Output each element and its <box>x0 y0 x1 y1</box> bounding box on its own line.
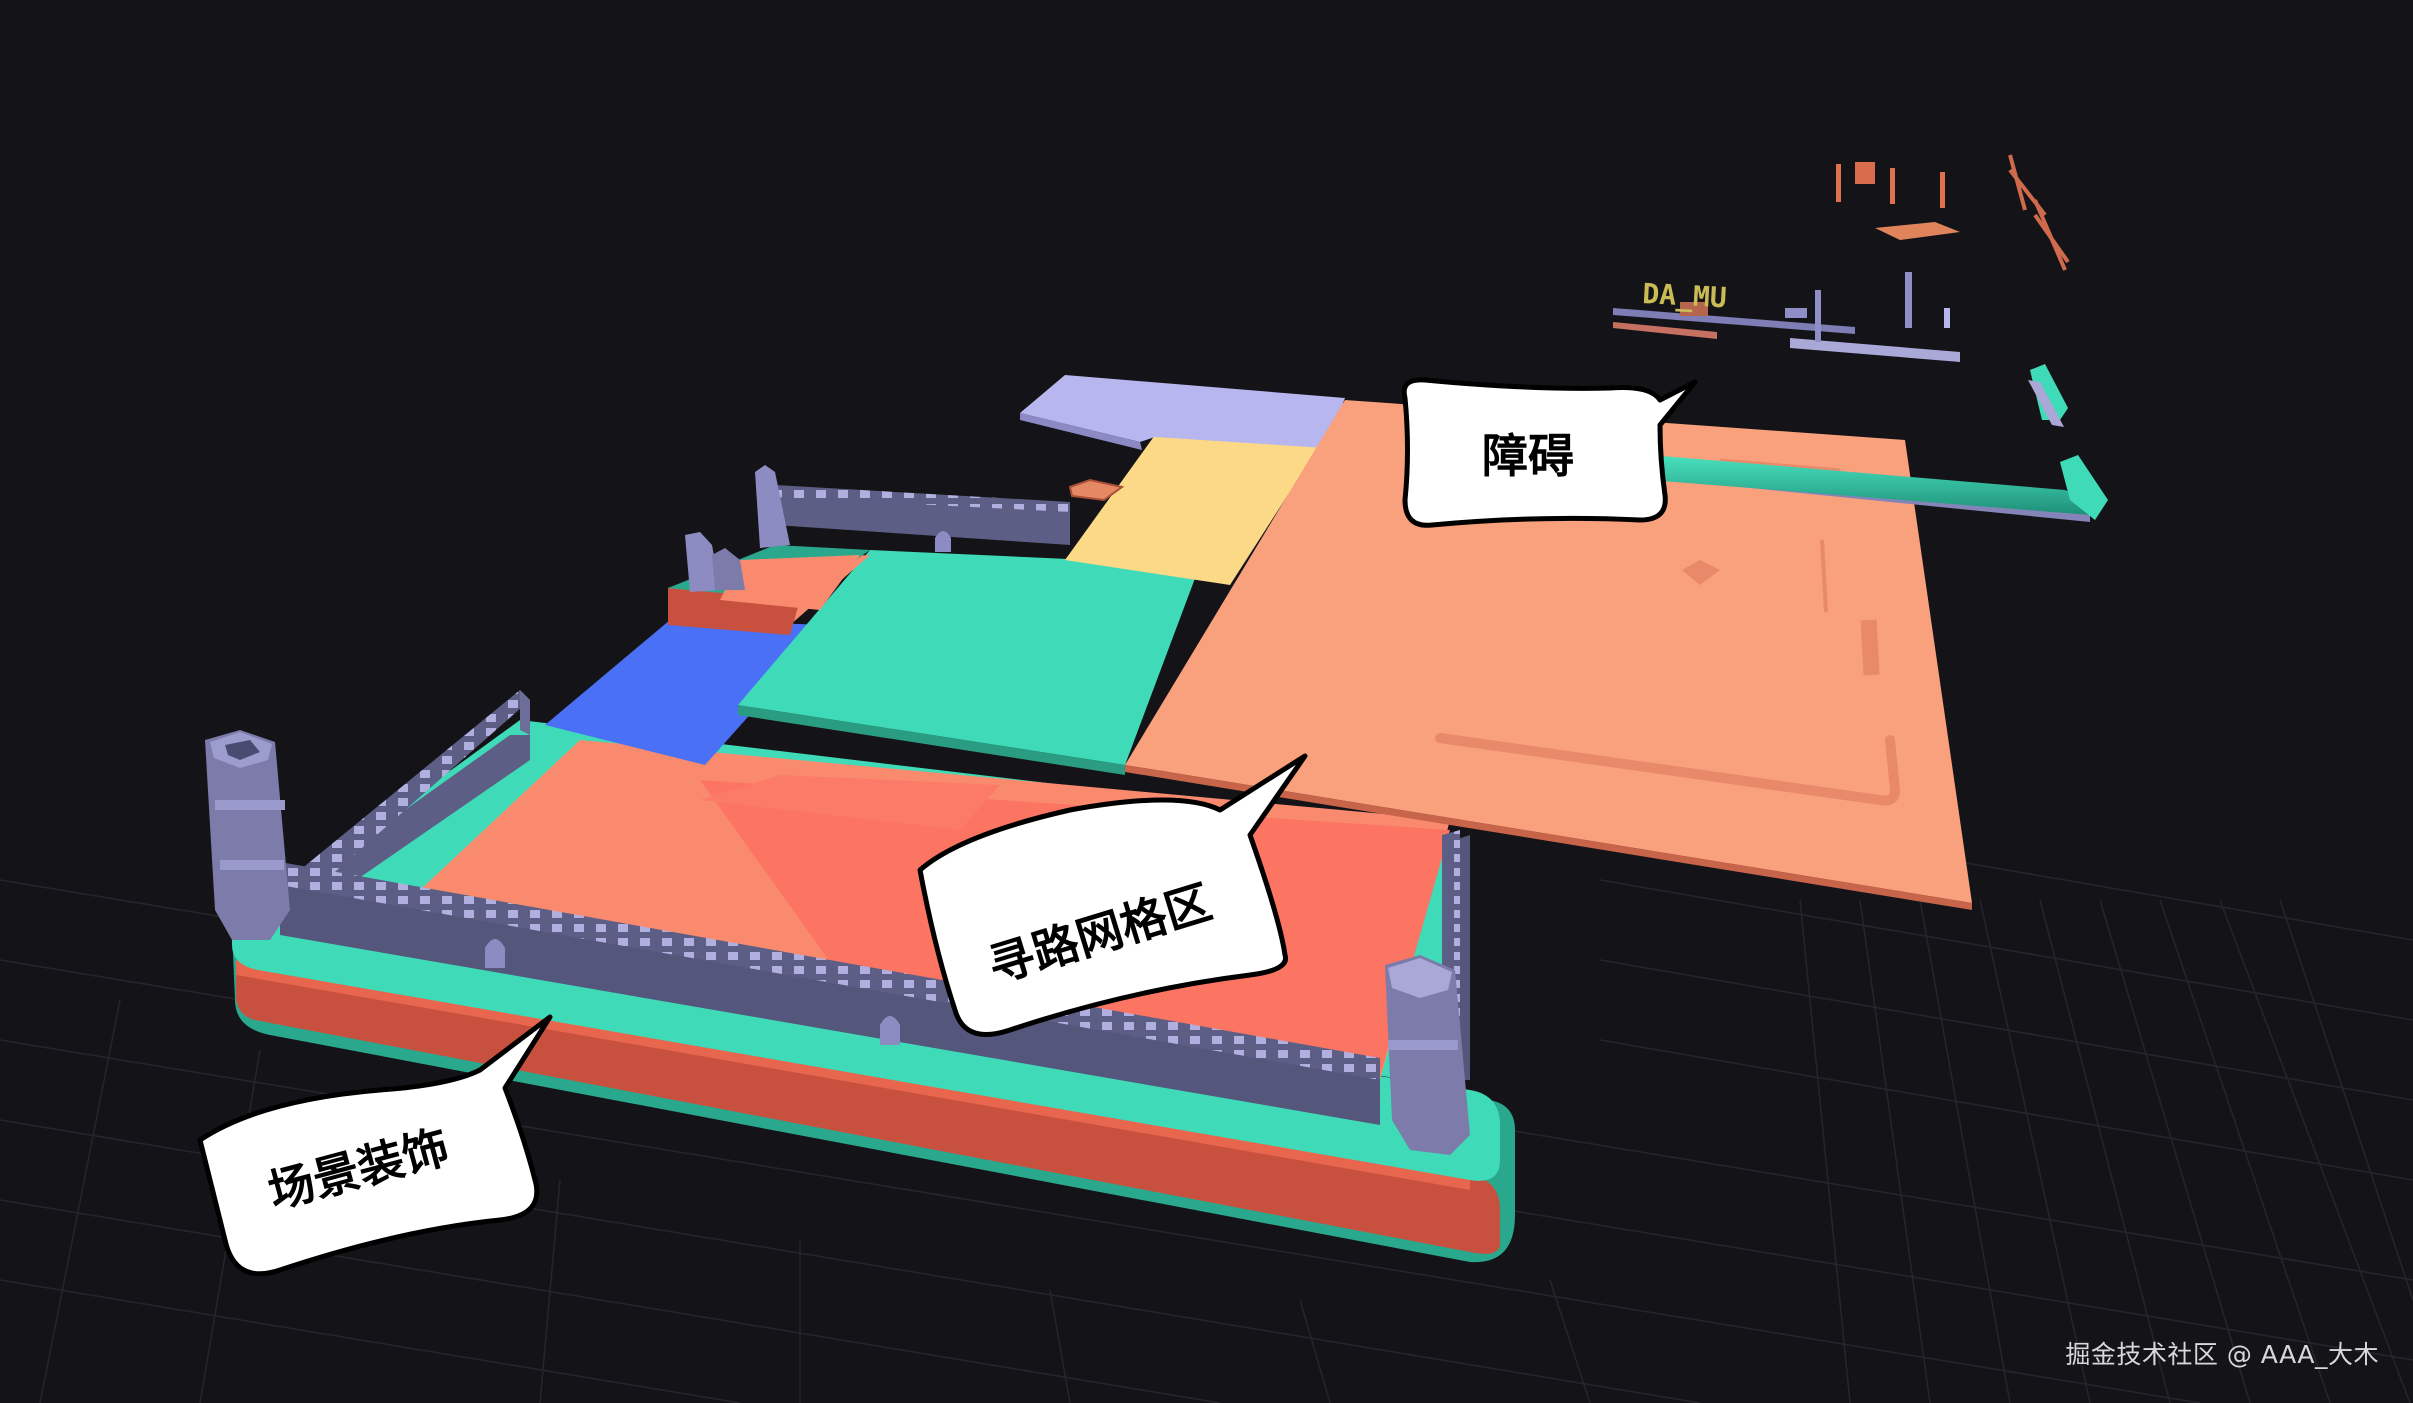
castle-towers <box>205 465 1470 1155</box>
castle-walls <box>280 485 1470 1125</box>
teal-barrier-pipe <box>1650 364 2108 522</box>
callout-pathfinding-grid: 寻路网格区 <box>917 753 1308 1037</box>
callout-obstacle-label: 障碍 <box>1482 429 1574 483</box>
damu-sign: DA_MU <box>1642 277 1728 314</box>
obstacle-area <box>1125 400 1972 910</box>
callout-obstacle: 障碍 <box>1401 377 1698 528</box>
watermark: 掘金技术社区 @ AAA_大木 <box>2065 1340 2379 1369</box>
background-props: DA_MU <box>1613 154 2070 362</box>
callout-scene-decoration: 场景装饰 <box>197 1014 553 1277</box>
